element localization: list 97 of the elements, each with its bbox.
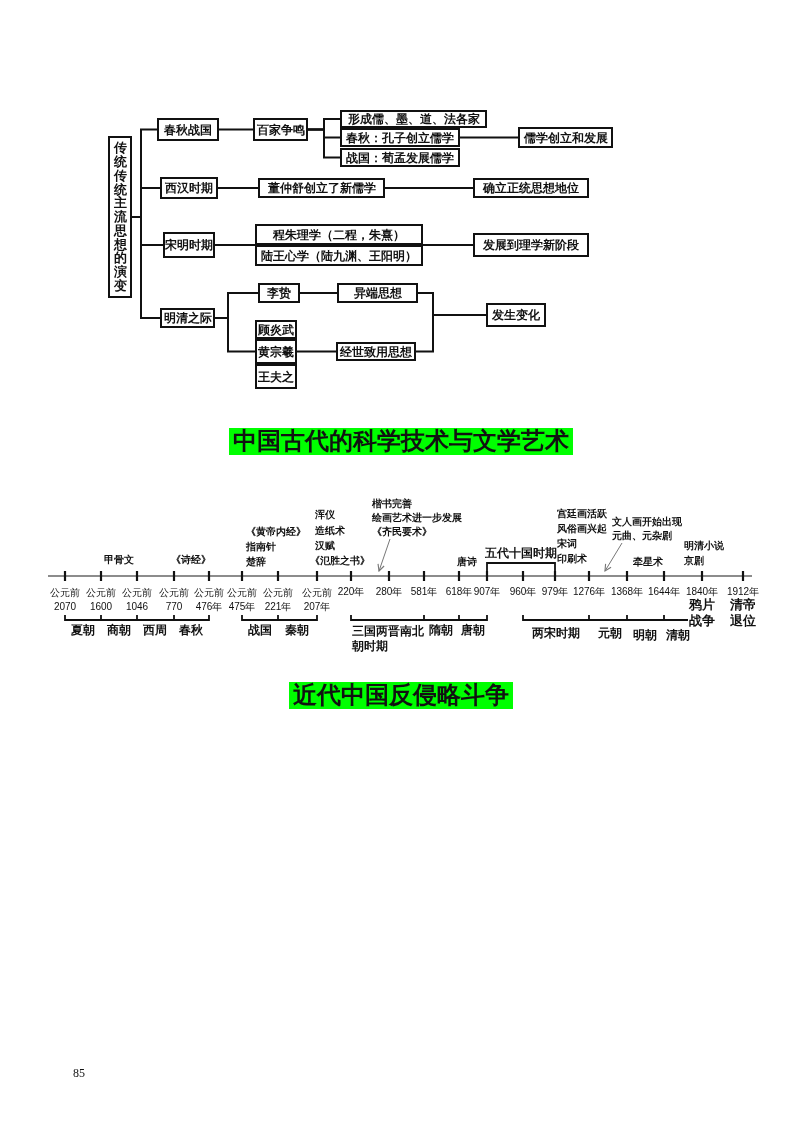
period-label: 清朝	[666, 628, 690, 642]
concept-box	[473, 233, 589, 257]
box-label: 百家争鸣	[256, 123, 305, 136]
period-label: 战国	[248, 623, 272, 637]
timeline-axis	[48, 571, 752, 581]
event-text: 元曲、元杂剧	[612, 529, 673, 543]
box-label: 战国：荀孟发展儒学	[346, 151, 454, 164]
concept-box	[253, 118, 308, 141]
concept-box	[336, 342, 416, 361]
box-label: 确立正统思想地位	[483, 182, 579, 194]
event-text: 汉赋	[315, 540, 335, 552]
period-label: 西周	[143, 623, 167, 637]
connector-line	[214, 244, 256, 246]
box-label: 董仲舒创立了新儒学	[267, 182, 376, 194]
box-label: 西汉时期	[165, 182, 213, 194]
event-text: 《齐民要术》	[372, 525, 433, 539]
concept-box	[255, 224, 423, 245]
box-label: 经世致用思想	[340, 345, 412, 358]
event-text: 楷书完善	[372, 497, 413, 511]
concept-box	[340, 148, 460, 167]
period-label: 夏朝	[71, 623, 95, 637]
box-label: 发展到理学新阶段	[483, 239, 579, 251]
connector-line	[217, 187, 259, 189]
period-label: 春秋	[179, 623, 203, 637]
concept-box	[255, 245, 423, 266]
box-label: 陆王心学（陆九渊、王阳明）	[261, 249, 417, 262]
event-text: 造纸术	[315, 525, 345, 537]
period-label: 鸦片战争	[689, 597, 715, 629]
concept-box	[160, 177, 218, 199]
period-label: 隋朝	[429, 623, 453, 637]
section-heading: 中国古代的科学技术与文学艺术	[229, 428, 573, 455]
connector-line	[415, 314, 487, 353]
concept-box	[255, 339, 297, 364]
event-text: 文人画开始出现	[612, 515, 683, 529]
connector-line	[299, 292, 338, 294]
box-label: 明清之际	[163, 312, 212, 324]
event-text: 风俗画兴起	[557, 523, 607, 535]
connector-line	[218, 128, 254, 131]
page-number: 85	[73, 1066, 85, 1081]
event-text: 《黄帝内经》	[246, 526, 306, 538]
section-heading: 近代中国反侵略斗争	[289, 682, 513, 709]
connector-line	[296, 350, 337, 353]
period-label: 明朝	[633, 628, 657, 642]
period-label: 商朝	[107, 623, 131, 637]
connector-line	[131, 216, 161, 319]
event-text: 宫廷画活跃	[557, 508, 607, 520]
connector-line	[459, 136, 519, 139]
connector-line	[214, 317, 256, 353]
leader-arrow	[604, 542, 623, 572]
box-label: 异端思想	[353, 287, 402, 299]
box-label: 发生变化	[492, 309, 540, 321]
period-label: 清帝退位	[730, 597, 756, 629]
event-text: 《诗经》	[171, 554, 211, 566]
connector-line	[422, 244, 474, 246]
year-label: 1912年	[726, 586, 760, 598]
concept-box	[108, 136, 132, 298]
event-text: 《氾胜之书》	[310, 555, 370, 567]
event-text: 浑仪	[315, 509, 335, 521]
concept-box	[163, 232, 215, 258]
period-label: 唐朝	[461, 623, 485, 637]
year-label: 公元前 1600	[85, 586, 117, 614]
period-label: 两宋时期	[532, 626, 580, 640]
connector-line	[384, 187, 474, 189]
year-label: 公元前 1046	[121, 586, 153, 614]
box-label: 程朱理学（二程，朱熹）	[273, 228, 405, 241]
concept-box	[340, 128, 460, 147]
year-label: 公元前 770	[158, 586, 190, 614]
box-label: 春秋战国	[164, 123, 212, 136]
concept-box	[258, 283, 300, 303]
box-label: 春秋：孔子创立儒学	[346, 131, 454, 144]
concept-box	[473, 178, 589, 198]
leader-arrow	[377, 538, 391, 572]
year-label: 公元前 2070	[49, 586, 81, 614]
concept-box	[486, 303, 546, 327]
concept-box	[258, 178, 385, 198]
box-label: 儒学创立和发展	[523, 131, 608, 144]
period-label: 元朝	[598, 626, 622, 640]
event-text: 宋词	[557, 538, 577, 550]
box-label: 李贽	[267, 287, 291, 299]
period-label: 五代十国时期	[485, 546, 557, 560]
period-label: 三国两晋南北朝时期	[352, 624, 425, 654]
box-label: 黄宗羲	[258, 345, 294, 358]
event-text: 指南针	[246, 541, 276, 553]
concept-box	[157, 118, 219, 141]
box-label: 顾炎武	[258, 323, 294, 336]
period-label: 秦朝	[285, 623, 309, 637]
concept-box	[337, 283, 418, 303]
concept-box	[255, 364, 297, 389]
box-label: 王夫之	[258, 370, 294, 383]
box-label: 传统传统主流思想的演变	[113, 141, 127, 293]
box-label: 形成儒、墨、道、法各家	[347, 113, 480, 125]
box-label: 宋明时期	[165, 239, 213, 251]
event-text: 绘画艺术进一步发展	[372, 511, 463, 525]
concept-box	[518, 127, 613, 148]
connector-line	[307, 128, 341, 159]
concept-box	[340, 110, 487, 128]
event-text: 明清小说	[684, 540, 724, 552]
